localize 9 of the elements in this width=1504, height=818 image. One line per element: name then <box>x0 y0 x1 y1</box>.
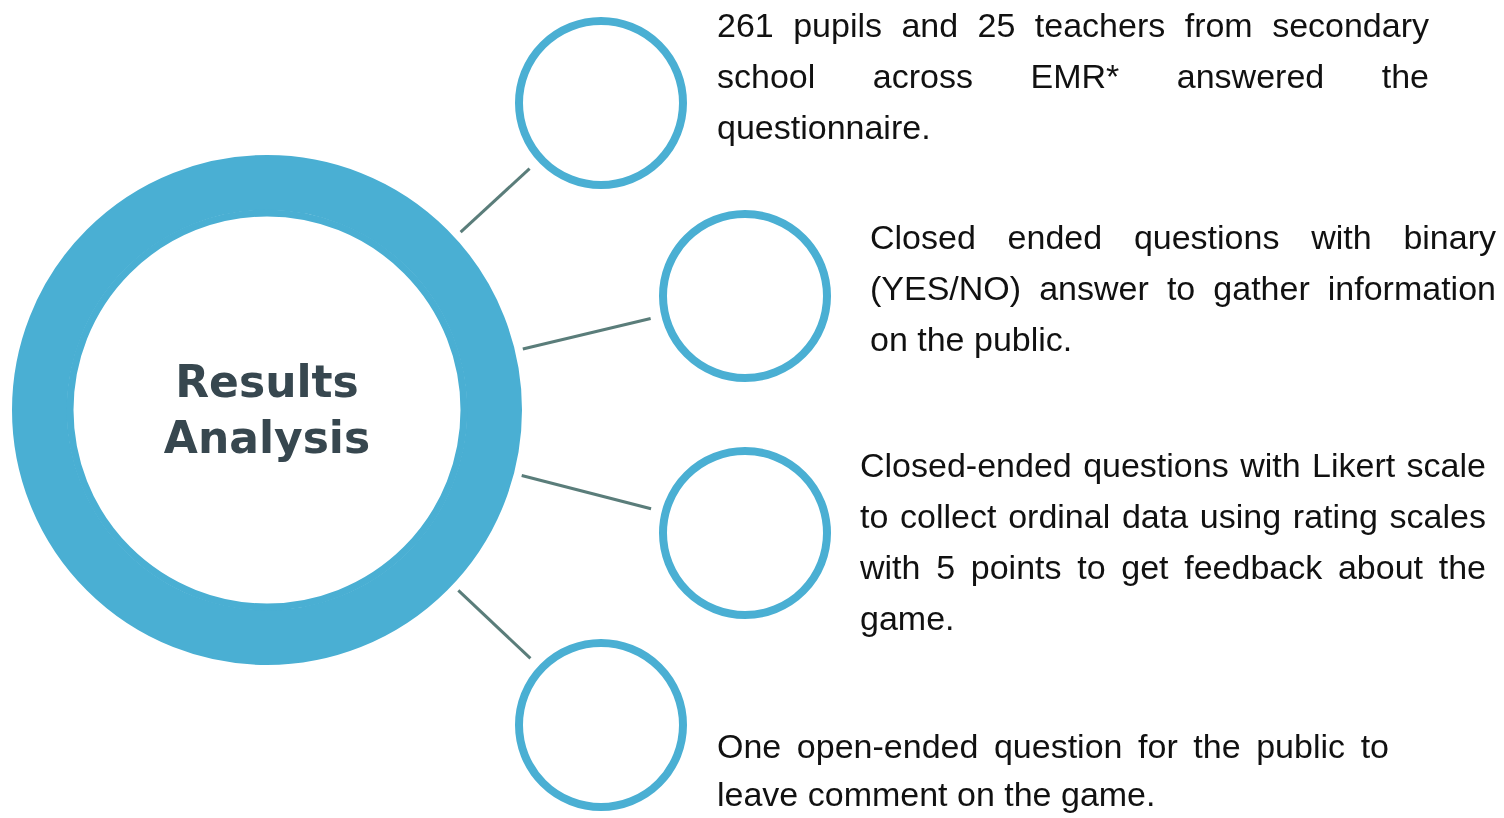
description-text: 261 pupils and 25 teachers from secondary school across EMR* answered the questionnaire. <box>717 5 1429 148</box>
description-text: Closed-ended questions with Likert scale to collect ordinal data using rating scales with 5 points to get feedback about the game. <box>860 445 1486 639</box>
connector-line <box>459 167 531 234</box>
connector-line <box>522 317 651 351</box>
connector-line <box>457 589 532 660</box>
description-text: One open-ended question for the public to leave comment on the game. <box>717 726 1389 815</box>
connector-line <box>521 474 652 511</box>
description-text: Closed ended questions with binary (YES/NO) answer to gather information on the public. <box>870 217 1496 360</box>
title-text: Results Analysis <box>162 355 372 465</box>
